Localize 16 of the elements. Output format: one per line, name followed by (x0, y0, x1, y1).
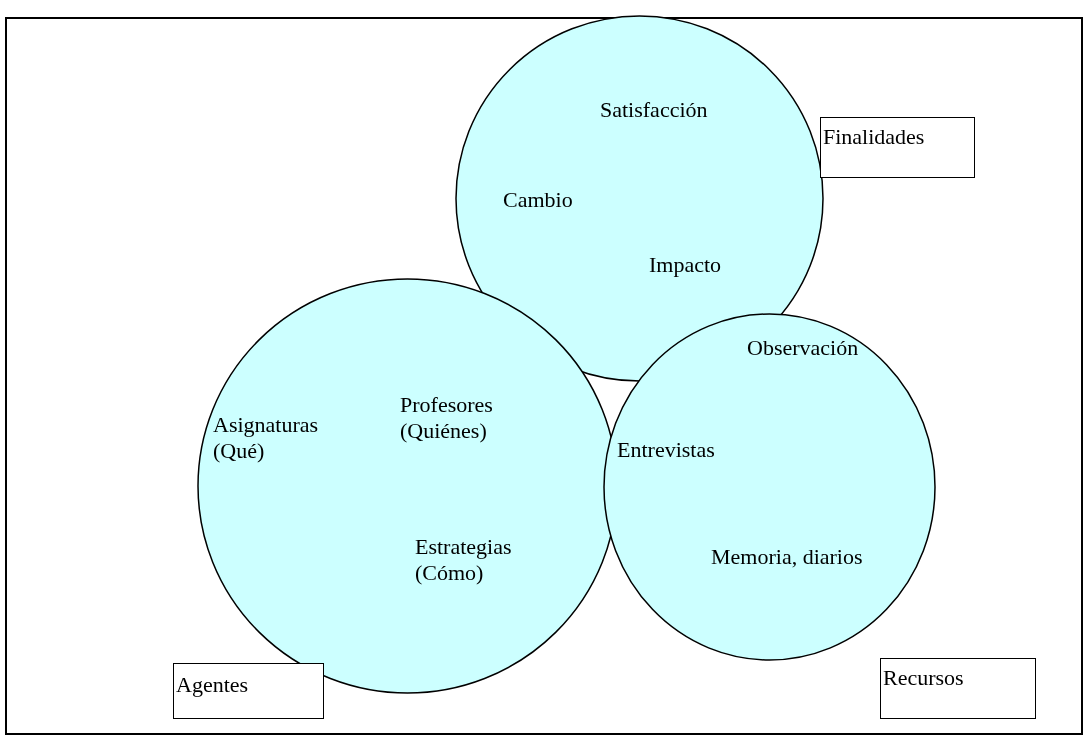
label-box (173, 663, 324, 719)
circle-label: Estrategias (Cómo) (415, 534, 513, 586)
box-label: Finalidades (823, 124, 925, 150)
circle-label: Satisfacción (600, 97, 708, 123)
label-box (820, 117, 975, 178)
circle-label: Cambio (503, 187, 573, 213)
circle-label: Impacto (649, 252, 722, 278)
circle-label: Memoria, diarios (711, 544, 863, 570)
box-label: Agentes (176, 672, 249, 698)
circle-label: Asignaturas (Qué) (213, 412, 318, 464)
circle-label: Observación (747, 335, 859, 361)
label-box (880, 658, 1036, 719)
circle-label: Entrevistas (617, 437, 715, 463)
box-label: Recursos (883, 665, 964, 691)
circle (603, 313, 936, 661)
circle-label: Profesores (Quiénes) (400, 392, 494, 444)
